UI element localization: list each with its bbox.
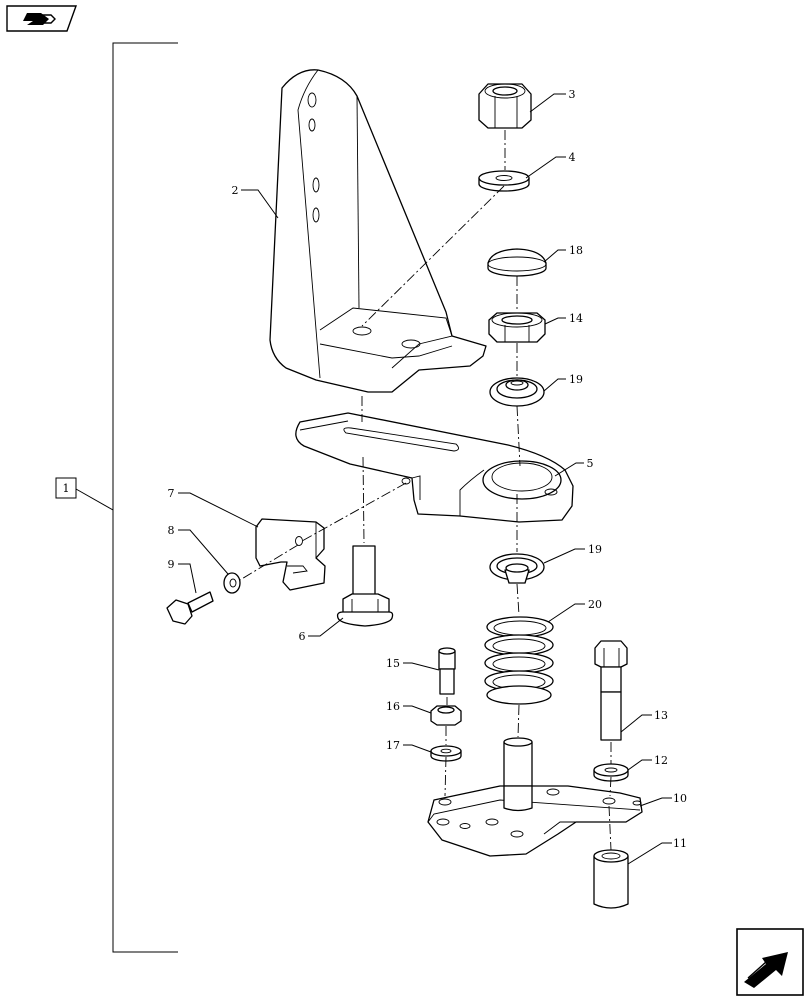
- part-4-washer: [478, 170, 530, 192]
- assembly-bracket: [75, 42, 178, 953]
- part-7-clamp-plate: [255, 518, 326, 591]
- callout-6: 6: [299, 630, 306, 643]
- callout-16: 16: [386, 700, 400, 713]
- callout-20: 20: [588, 598, 602, 611]
- callout-12: 12: [654, 754, 668, 767]
- callout-17: 17: [386, 739, 400, 752]
- part-8-washer: [223, 572, 241, 594]
- callout-labels: 1 2 3 4 5 6 7 8 9 10 11 12 13 14 15 16 1…: [55, 88, 687, 850]
- center-lines: [239, 130, 612, 851]
- callout-7: 7: [168, 487, 175, 500]
- callout-13: 13: [654, 709, 668, 722]
- next-page-icon: [736, 928, 804, 996]
- callout-5: 5: [587, 457, 594, 470]
- callout-15: 15: [386, 657, 400, 670]
- part-6-bolt: [336, 545, 394, 627]
- part-12-washer: [593, 763, 629, 782]
- callout-2: 2: [232, 184, 239, 197]
- callout-3: 3: [569, 88, 576, 101]
- previous-page-icon: [6, 5, 77, 32]
- part-13-bolt: [594, 640, 628, 741]
- part-14-nut: [488, 312, 546, 343]
- part-20-spring: [484, 616, 554, 705]
- part-3-nut: [478, 83, 532, 129]
- callout-19-upper: 19: [569, 373, 583, 386]
- previous-page-button[interactable]: [5, 5, 77, 32]
- part-9-bolt: [166, 591, 214, 625]
- part-5-arm: [295, 412, 574, 523]
- part-15-stud: [438, 647, 456, 695]
- callout-14: 14: [569, 312, 583, 325]
- callout-8: 8: [168, 524, 175, 537]
- callout-10: 10: [673, 792, 687, 805]
- part-19-bearing-upper: [489, 377, 545, 407]
- part-11-spacer: [593, 849, 629, 909]
- next-page-button[interactable]: [736, 928, 804, 996]
- part-10-base-plate: [427, 737, 643, 857]
- callout-11: 11: [673, 837, 687, 850]
- callout-19-lower: 19: [588, 543, 602, 556]
- callout-9: 9: [168, 558, 175, 571]
- leader-lines: [178, 93, 672, 865]
- part-16-nut: [430, 705, 462, 726]
- callout-4: 4: [569, 151, 576, 164]
- part-17-washer: [430, 745, 462, 762]
- callout-box-1: [55, 477, 77, 499]
- part-19-bearing-lower: [489, 553, 545, 584]
- callout-18: 18: [569, 244, 583, 257]
- part-2-bracket: [269, 69, 487, 393]
- callout-1: 1: [63, 482, 70, 495]
- part-18-cap: [487, 248, 547, 277]
